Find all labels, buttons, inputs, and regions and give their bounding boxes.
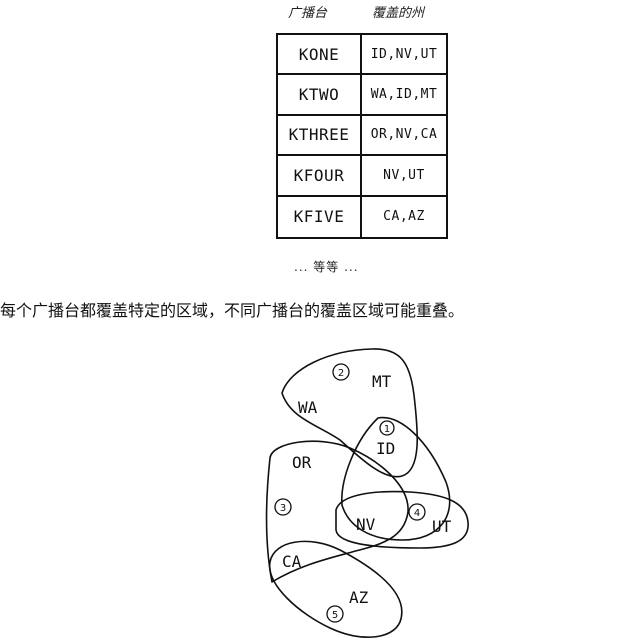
states-cell: ID,NV,UT xyxy=(370,46,438,62)
region-number-4-circle xyxy=(408,503,426,521)
states-cell: OR,NV,CA xyxy=(370,127,438,143)
figure-caption: 每个广播台都覆盖特定的区域，不同广播台的覆盖区域可能重叠。 xyxy=(0,301,465,320)
etc-note: ... 等等 ... xyxy=(294,260,359,274)
table-row: KFOUR NV,UT xyxy=(278,156,446,197)
region-number-3-circle xyxy=(274,498,292,516)
state-label-az: AZ xyxy=(349,588,369,607)
station-2-region xyxy=(281,348,419,478)
station-cell: KTHREE xyxy=(278,115,362,155)
region-number-3: 3 xyxy=(280,503,286,514)
state-label-mt: MT xyxy=(372,372,392,391)
region-number-1-circle xyxy=(379,420,395,436)
table-row: KTHREE OR,NV,CA xyxy=(278,115,446,157)
station-cell: KFIVE xyxy=(278,196,362,237)
station-cell: KONE xyxy=(278,35,362,74)
states-cell: WA,ID,MT xyxy=(370,87,438,103)
state-label-wa: WA xyxy=(298,398,318,417)
station-cell: KFOUR xyxy=(278,156,362,195)
region-number-2: 2 xyxy=(338,368,344,379)
station-4-region xyxy=(335,490,469,549)
station-coverage-table: KONE ID,NV,UT KTWO WA,ID,MT KTHREE OR,NV… xyxy=(276,33,448,239)
state-label-id: ID xyxy=(376,439,395,458)
states-cell: CA,AZ xyxy=(383,209,425,225)
state-label-or: OR xyxy=(292,453,312,472)
region-number-5-circle xyxy=(326,605,344,623)
station-5-region xyxy=(269,540,403,638)
state-label-ca: CA xyxy=(282,552,302,571)
state-label-nv: NV xyxy=(356,515,376,534)
region-number-1: 1 xyxy=(384,424,390,435)
region-number-2-circle xyxy=(332,363,350,381)
table-row: KTWO WA,ID,MT xyxy=(278,75,446,116)
station-cell: KTWO xyxy=(278,75,362,114)
state-label-ut: UT xyxy=(432,517,452,536)
region-number-4: 4 xyxy=(414,508,420,519)
station-3-region xyxy=(265,440,409,583)
column-header-states: 覆盖的州 xyxy=(372,6,425,21)
states-cell: NV,UT xyxy=(383,167,425,183)
table-row: KONE ID,NV,UT xyxy=(278,35,446,76)
station-1-region xyxy=(341,416,451,541)
table-row: KFIVE CA,AZ xyxy=(278,196,446,237)
region-number-5: 5 xyxy=(332,610,338,621)
column-header-station: 广播台 xyxy=(288,6,328,21)
